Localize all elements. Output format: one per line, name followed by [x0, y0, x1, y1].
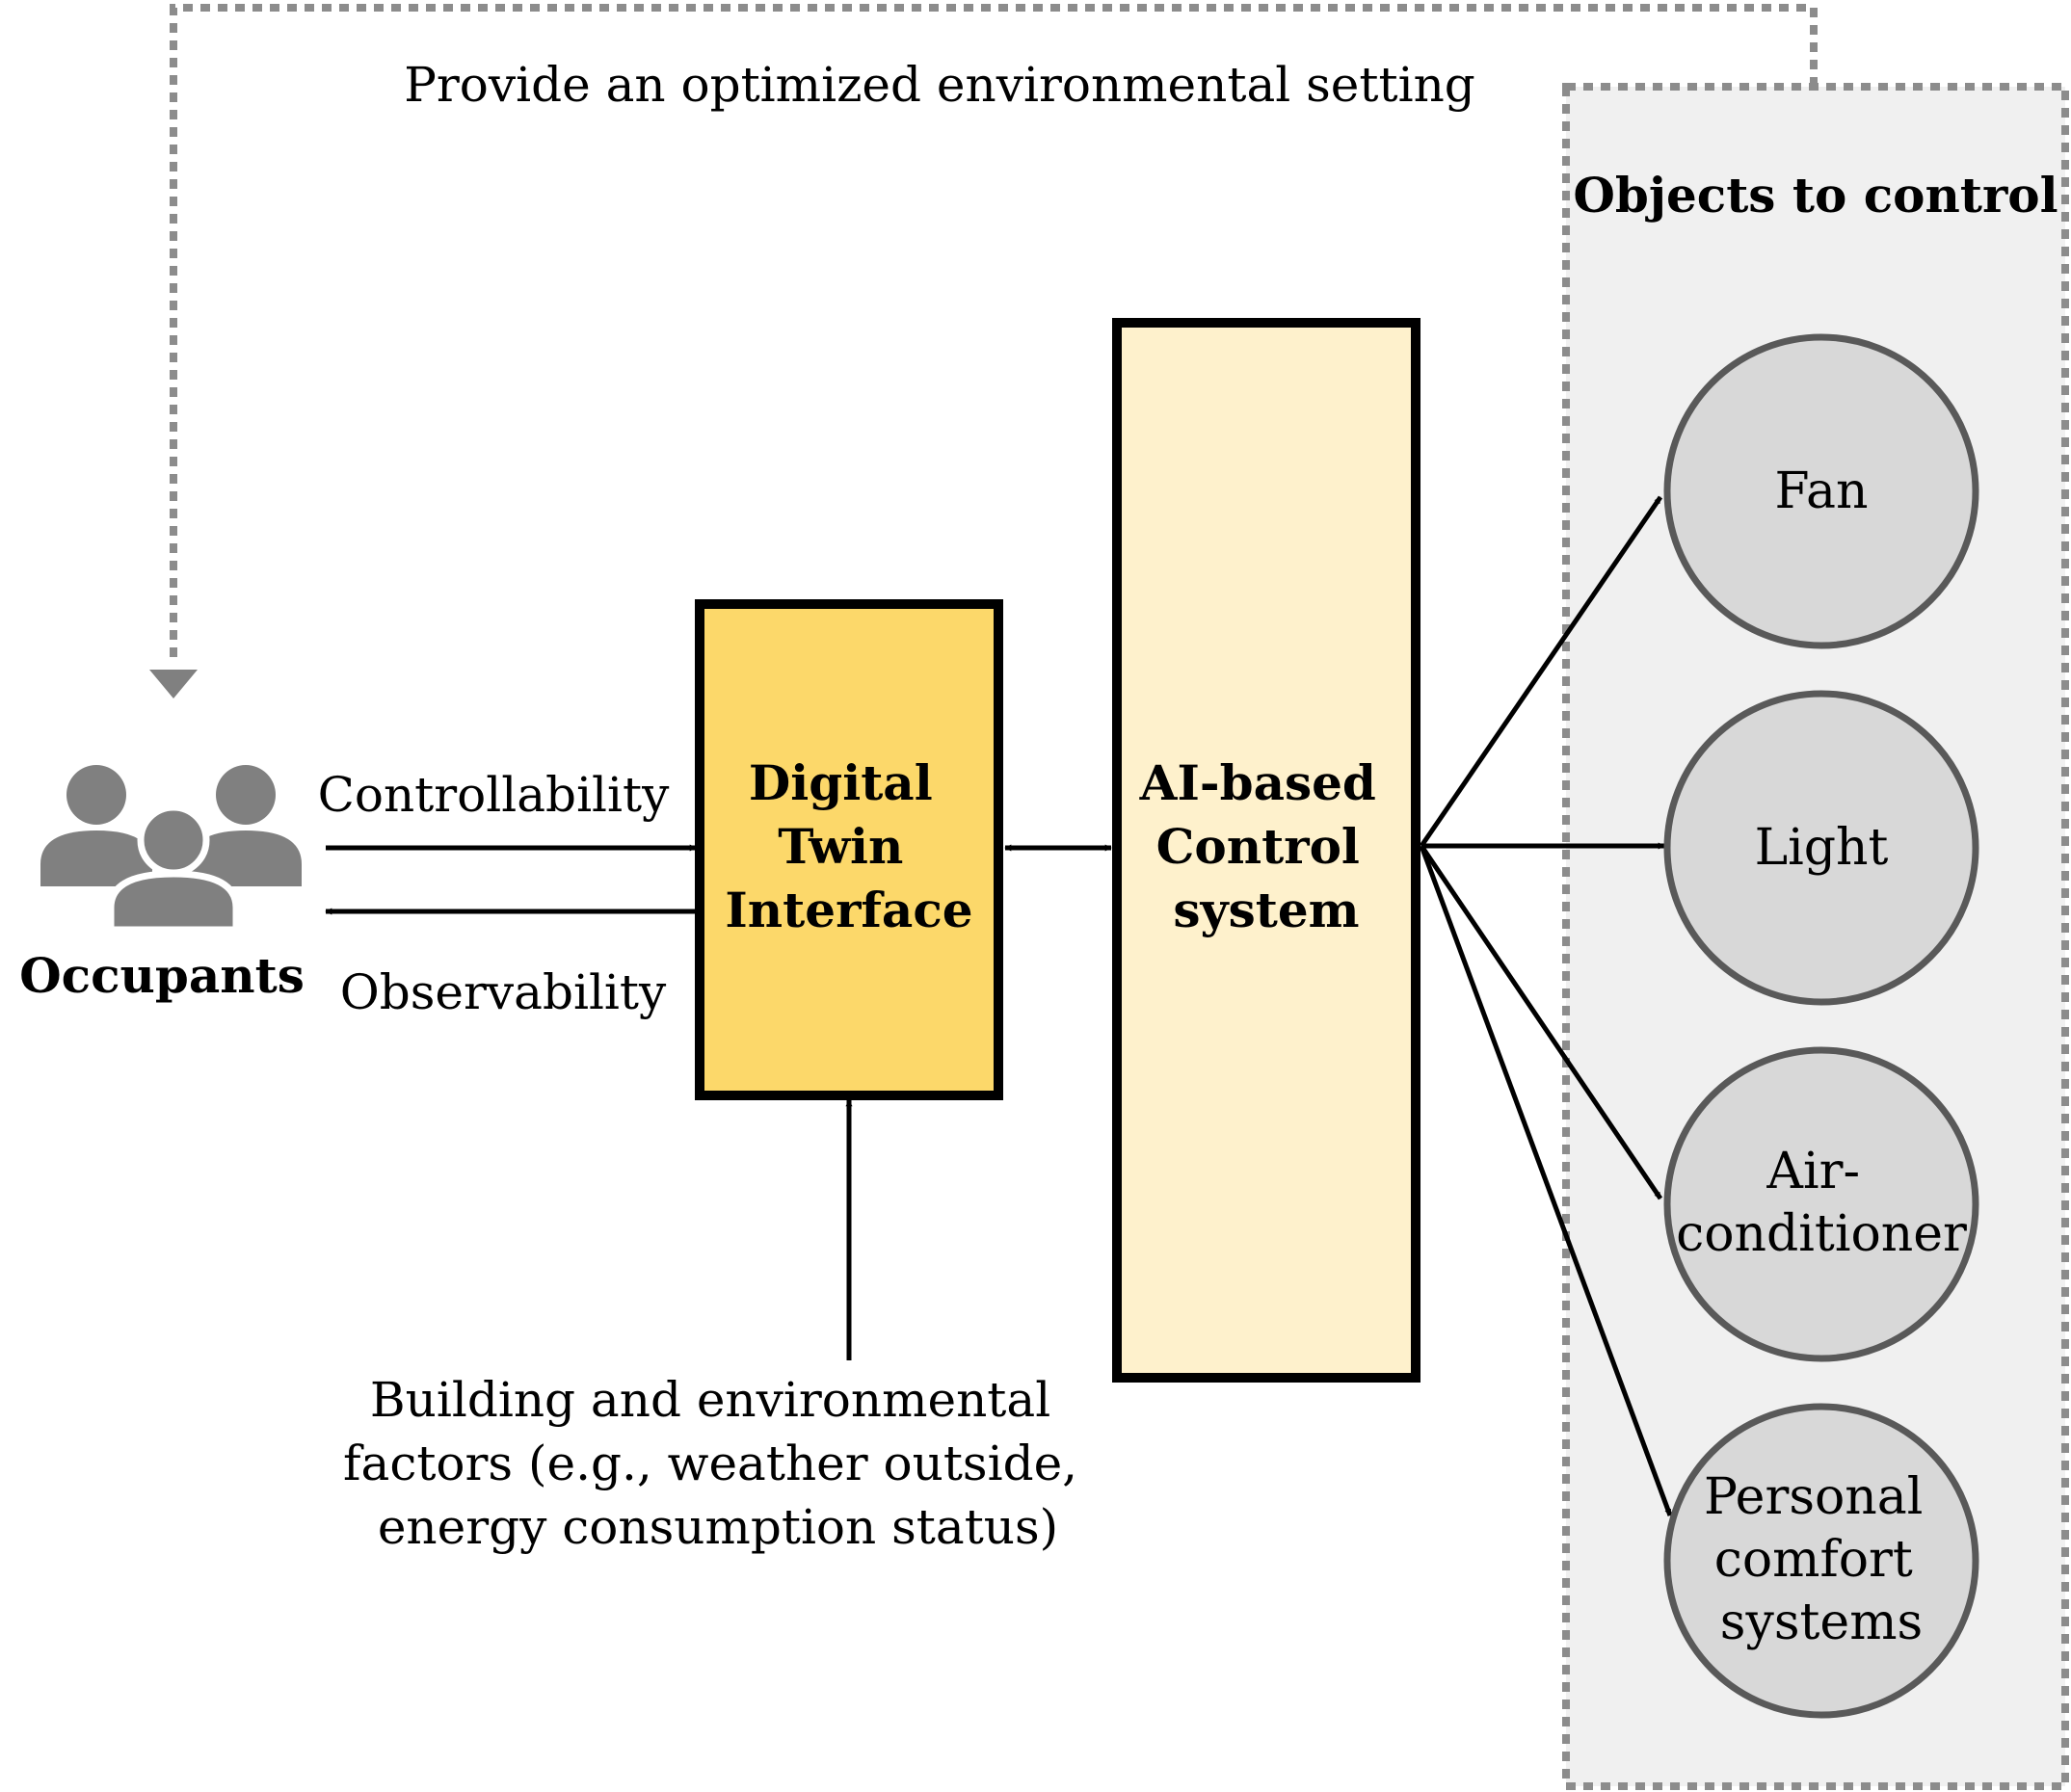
digital-twin-line-3: Interface — [725, 882, 972, 938]
controllability-label: Controllability — [318, 767, 671, 823]
occupants-label: Occupants — [19, 947, 305, 1004]
digital-twin-line-2: Twin — [778, 818, 903, 875]
air-conditioner-line-1: Air- — [1766, 1143, 1860, 1200]
environmental-factors-line-2: factors (e.g., weather outside, — [343, 1436, 1077, 1491]
ai-control-label: AI-based Control system — [1139, 754, 1394, 938]
observability-label: Observability — [340, 964, 667, 1020]
arrow-to-fan — [1419, 495, 1663, 848]
light-label: Light — [1755, 819, 1889, 877]
environmental-factors-line-1: Building and environmental — [370, 1372, 1050, 1428]
object-light: Light — [1663, 690, 1979, 1006]
ai-control-line-2: Control — [1156, 818, 1360, 875]
object-fan: Fan — [1663, 333, 1979, 649]
personal-comfort-line-3: systems — [1720, 1594, 1923, 1651]
digital-twin-label: Digital Twin Interface — [725, 754, 972, 938]
arrow-to-air-conditioner — [1419, 844, 1663, 1200]
fan-label: Fan — [1774, 462, 1868, 520]
personal-comfort-line-2: comfort — [1714, 1531, 1913, 1589]
environmental-factors-line-3: energy consumption status) — [378, 1499, 1058, 1555]
air-conditioner-label: Air- conditioner — [1676, 1143, 1967, 1263]
object-air-conditioner: Air- conditioner — [1663, 1046, 1979, 1362]
feedback-dotted-line — [170, 4, 1818, 665]
arrow-to-personal-comfort — [1419, 845, 1673, 1516]
ai-control-line-3: system — [1173, 882, 1359, 938]
feedback-label: Provide an optimized environmental setti… — [404, 57, 1475, 113]
feedback-arrowhead — [149, 670, 198, 698]
environmental-factors-label: Building and environmental factors (e.g.… — [343, 1372, 1093, 1555]
personal-comfort-label: Personal comfort systems — [1704, 1468, 1939, 1651]
ai-control-line-1: AI-based — [1139, 754, 1376, 811]
fan-line-1: Fan — [1774, 462, 1868, 520]
digital-twin-line-1: Digital — [749, 754, 933, 811]
objects-group-title: Objects to control — [1573, 167, 2058, 224]
digital-twin-box — [695, 599, 1003, 1100]
ai-control-box — [1112, 318, 1420, 1383]
light-line-1: Light — [1755, 819, 1889, 877]
object-personal-comfort-systems: Personal comfort systems — [1663, 1403, 1979, 1719]
people-group-icon — [40, 765, 302, 934]
air-conditioner-line-2: conditioner — [1676, 1205, 1967, 1263]
personal-comfort-line-1: Personal — [1704, 1468, 1923, 1526]
